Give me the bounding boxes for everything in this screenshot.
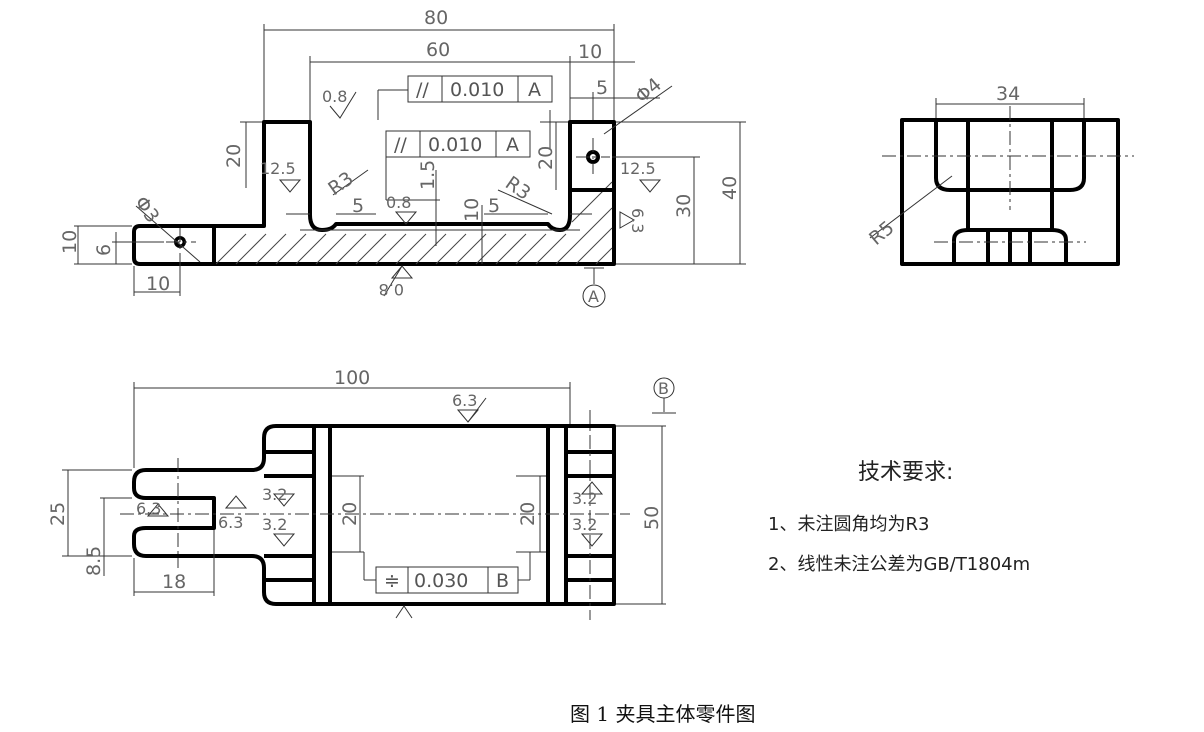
- svg-text:3.2: 3.2: [572, 489, 597, 508]
- tol-top-value: 0.010: [450, 79, 504, 101]
- dim-overall-length: 100: [334, 367, 370, 389]
- roughness-symbols-front: 0.8 12.5 0.8 12.5 6.3 0.8: [260, 87, 662, 299]
- dim-left-inner: 20: [339, 502, 361, 526]
- svg-text:6.3: 6.3: [452, 391, 477, 410]
- dim-left-hole-dia: Φ3: [130, 192, 164, 227]
- top-outline: [132, 424, 616, 606]
- tol-mid-datum: A: [506, 134, 519, 156]
- svg-text:3.2: 3.2: [572, 515, 597, 534]
- dim-lug-hole-height: 6: [93, 244, 115, 256]
- dim-slot-length: 18: [162, 571, 186, 593]
- top-view: ≑ 0.030 B 100 50 25 8.5 18 20 20 6.3 6.3…: [47, 367, 676, 620]
- front-hatching: [215, 181, 613, 265]
- svg-text:12.5: 12.5: [260, 159, 296, 178]
- dim-overall-height: 40: [719, 176, 741, 200]
- tol-top-view-datum: B: [496, 570, 509, 592]
- dim-center-web: 10: [461, 198, 483, 222]
- tolerance-frame-top-view: ≑ 0.030 B: [375, 566, 519, 594]
- svg-text:0.8: 0.8: [386, 193, 411, 212]
- svg-text:6.3: 6.3: [628, 208, 647, 233]
- tolerance-frame-mid: // 0.010 A: [385, 130, 531, 158]
- datum-b-symbol: B: [652, 377, 676, 414]
- dim-lug-thickness: 10: [59, 230, 81, 254]
- tol-mid-symbol: //: [394, 134, 407, 156]
- tolerance-frame-top: // 0.010 A: [407, 75, 553, 103]
- dim-right-gap: 5: [488, 195, 500, 217]
- tol-top-datum: A: [528, 79, 541, 101]
- dim-hole-offset: 5: [596, 77, 608, 99]
- dim-right-radius: R3: [501, 172, 534, 205]
- dim-lug-width: 10: [578, 41, 602, 63]
- tol-top-symbol: //: [416, 79, 429, 101]
- datum-b-label: B: [658, 379, 669, 398]
- dim-inner-width: 60: [426, 39, 450, 61]
- roughness-symbols-top: 6.3 6.3 6.3 3.2 3.2 3.2 3.2: [136, 391, 604, 619]
- dim-side-width: 34: [996, 83, 1020, 105]
- front-view: // 0.010 A // 0.010 A 80 60 10 5 Φ4 20 2…: [59, 7, 746, 308]
- top-dimension-lines: [62, 382, 666, 605]
- requirements-title: 技术要求:: [858, 460, 954, 485]
- svg-text:3.2: 3.2: [262, 515, 287, 534]
- svg-text:0.8: 0.8: [322, 87, 347, 106]
- dim-right-post-height: 20: [535, 146, 557, 170]
- dim-step-depth: 1.5: [417, 160, 439, 190]
- svg-text:12.5: 12.5: [620, 159, 656, 178]
- requirement-item-2: 2、线性未注公差为GB/T1804m: [768, 554, 1031, 575]
- dim-slot-width: 25: [47, 502, 69, 526]
- tol-top-view-symbol: ≑: [384, 570, 400, 592]
- svg-text:0.8: 0.8: [379, 280, 404, 299]
- dim-left-post-height: 20: [223, 144, 245, 168]
- tol-mid-value: 0.010: [428, 134, 482, 156]
- front-dimension-lines: [74, 24, 746, 296]
- svg-text:6.3: 6.3: [136, 499, 161, 518]
- figure-caption: 图 1 夹具主体零件图: [570, 702, 756, 726]
- dim-hole-dia: Φ4: [631, 74, 666, 108]
- svg-text:6.3: 6.3: [218, 513, 243, 532]
- dim-left-gap: 5: [352, 195, 364, 217]
- dim-hole-height: 30: [673, 194, 695, 218]
- side-view: 34 R5: [865, 83, 1134, 266]
- tol-top-view-value: 0.030: [414, 570, 468, 592]
- datum-a-symbol: A: [582, 267, 606, 308]
- dim-overall-width: 80: [424, 7, 448, 29]
- dim-lug-length: 10: [146, 273, 170, 295]
- svg-text:3.2: 3.2: [262, 485, 287, 504]
- dim-right-inner: 20: [517, 502, 539, 526]
- dim-side-radius: R5: [865, 217, 899, 250]
- requirement-item-1: 1、未注圆角均为R3: [768, 514, 930, 535]
- front-body-outline: [132, 120, 616, 266]
- dim-slot-offset: 8.5: [83, 546, 105, 576]
- dim-top-width: 50: [641, 506, 663, 530]
- datum-a-label: A: [588, 287, 599, 306]
